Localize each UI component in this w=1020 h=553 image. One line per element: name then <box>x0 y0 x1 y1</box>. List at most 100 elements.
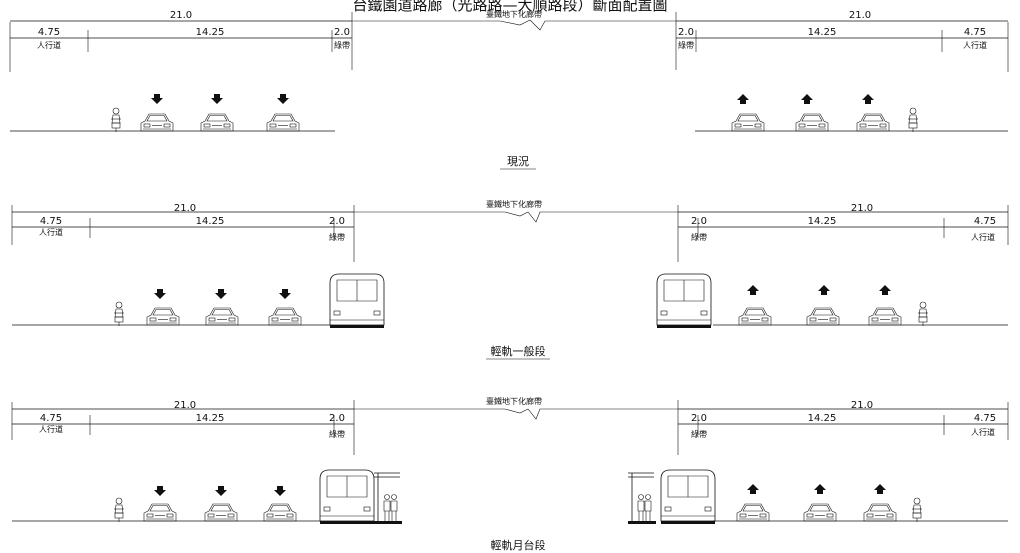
left-greenbelt-width: 2.0 <box>329 216 345 227</box>
right-sidewalk-label: 人行道 <box>971 232 995 242</box>
center-corridor-label: 臺鐵地下化廊帶 <box>486 199 542 209</box>
arrow-down-icon <box>215 289 227 299</box>
arrow-down-icon <box>215 486 227 496</box>
light-rail-vehicle-icon <box>319 469 375 525</box>
arrow-up-icon <box>737 94 749 104</box>
car-icon <box>266 113 300 132</box>
car-icon <box>795 113 829 132</box>
left-sidewalk-label: 人行道 <box>37 40 61 50</box>
car-icon <box>806 307 840 326</box>
motorcycle-icon <box>113 301 125 327</box>
arrow-down-icon <box>277 94 289 104</box>
car-icon <box>868 307 902 326</box>
left-total-width: 21.0 <box>174 203 196 214</box>
diagram-title: 台鐵園道路廊（光路路—大順路段）斷面配置圖 <box>352 0 667 14</box>
car-icon <box>856 113 890 132</box>
right-dimensions: 21.0 2.0 綠帶 14.25 4.75 人行道 <box>677 203 1009 262</box>
arrow-up-icon <box>747 285 759 295</box>
light-rail-vehicle-icon <box>660 469 716 525</box>
motorcycle-icon <box>110 107 122 133</box>
right-total-width: 21.0 <box>851 203 873 214</box>
left-dimensions: 21.0 4.75 人行道 14.25 2.0 綠帶 <box>9 10 353 72</box>
car-icon <box>200 113 234 132</box>
left-sidewalk-width: 4.75 <box>38 27 60 38</box>
right-greenbelt-label: 綠帶 <box>691 232 707 242</box>
car-icon <box>146 307 180 326</box>
left-total-width: 21.0 <box>170 10 192 21</box>
pedestrian-icon <box>383 494 391 522</box>
arrow-down-icon <box>274 486 286 496</box>
arrow-up-icon <box>747 484 759 494</box>
right-sidewalk-label: 人行道 <box>963 40 987 50</box>
right-greenbelt-width: 2.0 <box>678 27 694 38</box>
right-greenbelt-label: 綠帶 <box>678 40 694 50</box>
car-icon <box>143 503 177 522</box>
right-total-width: 21.0 <box>851 400 873 411</box>
car-icon <box>268 307 302 326</box>
right-roadway-width: 14.25 <box>808 413 837 424</box>
arrow-down-icon <box>151 94 163 104</box>
arrow-up-icon <box>879 285 891 295</box>
arrow-down-icon <box>154 486 166 496</box>
right-total-width: 21.0 <box>849 10 871 21</box>
left-roadway-width: 14.25 <box>196 413 225 424</box>
car-icon <box>205 307 239 326</box>
car-icon <box>140 113 174 132</box>
left-roadway-width: 14.25 <box>196 27 225 38</box>
section-caption: 現況 <box>507 154 529 168</box>
arrow-up-icon <box>874 484 886 494</box>
light-rail-vehicle-icon <box>656 273 712 329</box>
right-dimensions: 21.0 2.0 綠帶 14.25 4.75 人行道 <box>677 400 1009 455</box>
arrow-down-icon <box>154 289 166 299</box>
section-existing: 21.0 4.75 人行道 14.25 2.0 綠帶 臺鐵地下化廊帶 21.0 … <box>9 9 1009 170</box>
left-dimensions: 21.0 4.75 人行道 14.25 2.0 綠帶 <box>11 203 355 262</box>
right-sidewalk-width: 4.75 <box>974 216 996 227</box>
right-roadway-width: 14.25 <box>808 27 837 38</box>
section-caption: 輕軌一般段 <box>491 344 546 358</box>
arrow-up-icon <box>818 285 830 295</box>
right-dimensions: 21.0 2.0 綠帶 14.25 4.75 人行道 <box>675 10 1009 72</box>
car-icon <box>263 503 297 522</box>
right-greenbelt-width: 2.0 <box>691 216 707 227</box>
arrow-up-icon <box>801 94 813 104</box>
center-corridor-label: 臺鐵地下化廊帶 <box>486 396 542 406</box>
pedestrian-icon <box>637 494 645 522</box>
center-corridor-label: 臺鐵地下化廊帶 <box>486 9 542 19</box>
car-icon <box>736 503 770 522</box>
car-icon <box>803 503 837 522</box>
section-lrt-general: 21.0 4.75 人行道 14.25 2.0 綠帶 臺鐵地下化廊帶 21.0 … <box>11 199 1009 360</box>
arrow-down-icon <box>211 94 223 104</box>
pedestrian-icon <box>390 494 398 522</box>
left-roadway-width: 14.25 <box>196 216 225 227</box>
left-greenbelt-label: 綠帶 <box>329 429 345 439</box>
pedestrian-icon <box>644 494 652 522</box>
section-lrt-platform: 21.0 4.75 人行道 14.25 2.0 綠帶 臺鐵地下化廊帶 21.0 … <box>11 396 1009 552</box>
arrow-down-icon <box>279 289 291 299</box>
left-greenbelt-label: 綠帶 <box>334 40 350 50</box>
left-greenbelt-label: 綠帶 <box>329 232 345 242</box>
platform-shelter-icon <box>373 472 403 525</box>
left-greenbelt-width: 2.0 <box>334 27 350 38</box>
motorcycle-icon <box>911 497 923 523</box>
motorcycle-icon <box>917 301 929 327</box>
motorcycle-icon <box>113 497 125 523</box>
left-total-width: 21.0 <box>174 400 196 411</box>
right-roadway-width: 14.25 <box>808 216 837 227</box>
light-rail-vehicle-icon <box>329 273 385 329</box>
arrow-up-icon <box>814 484 826 494</box>
left-sidewalk-label: 人行道 <box>39 227 63 237</box>
car-icon <box>731 113 765 132</box>
left-dimensions: 21.0 4.75 人行道 14.25 2.0 綠帶 <box>11 400 355 455</box>
right-sidewalk-label: 人行道 <box>971 427 995 437</box>
right-sidewalk-width: 4.75 <box>974 413 996 424</box>
left-sidewalk-width: 4.75 <box>40 413 62 424</box>
section-caption: 輕軌月台段 <box>491 538 546 552</box>
car-icon <box>738 307 772 326</box>
left-sidewalk-label: 人行道 <box>39 424 63 434</box>
right-greenbelt-label: 綠帶 <box>691 429 707 439</box>
car-icon <box>863 503 897 522</box>
left-greenbelt-width: 2.0 <box>329 413 345 424</box>
arrow-up-icon <box>862 94 874 104</box>
car-icon <box>204 503 238 522</box>
